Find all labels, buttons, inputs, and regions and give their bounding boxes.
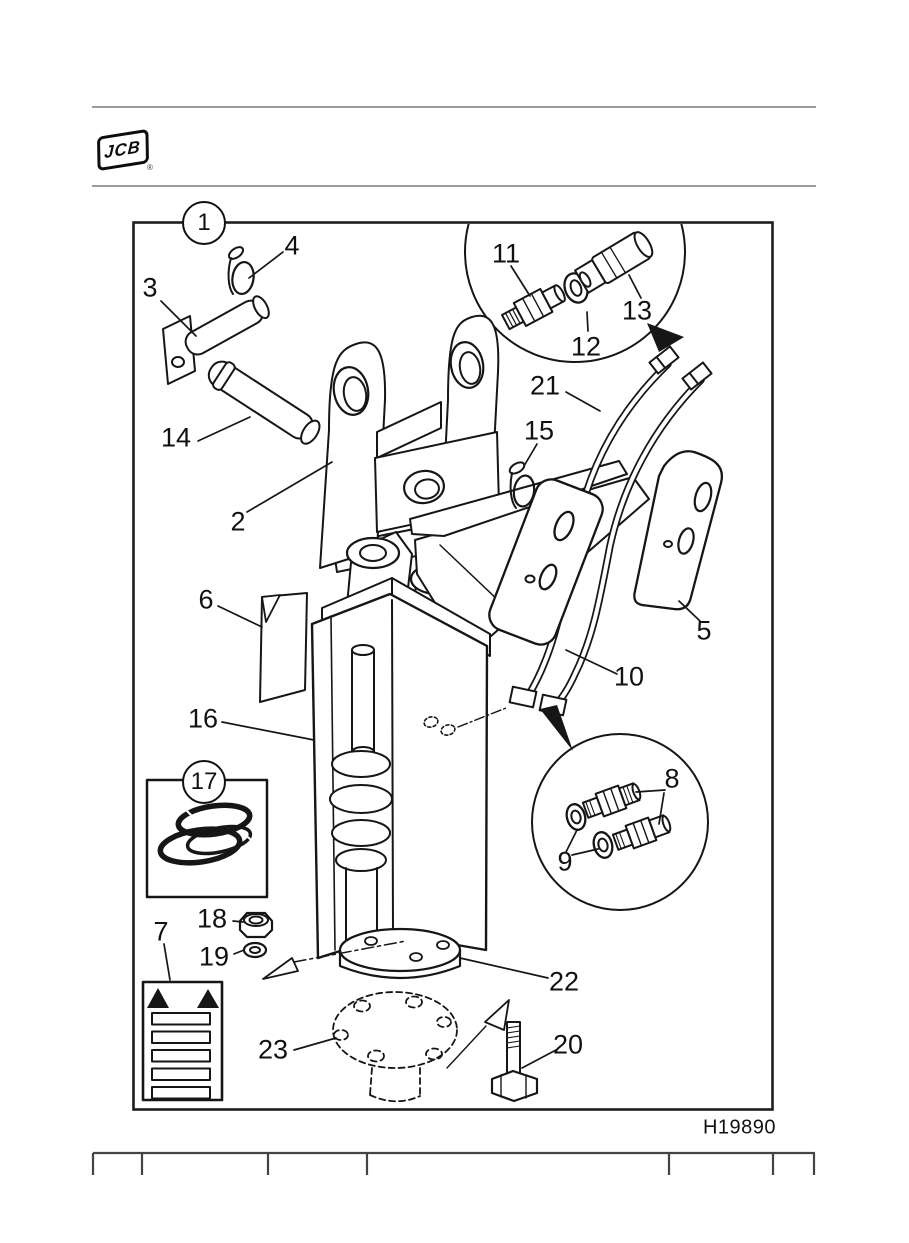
- part-callout-11: 11: [491, 238, 521, 269]
- header-bottom-rule: [92, 185, 816, 187]
- part-callout-13: 13: [621, 295, 653, 326]
- bolt-20: [490, 1021, 539, 1103]
- part-callout-7: 7: [153, 916, 169, 947]
- part-callout-16: 16: [187, 703, 219, 734]
- axis-arrowhead: [484, 999, 510, 1031]
- breaker-housing-16: [310, 577, 491, 960]
- decal-6: [259, 592, 308, 703]
- part-callout-22: 22: [548, 966, 580, 997]
- nut-18: [238, 911, 274, 939]
- nipple-fitting-8b: [611, 814, 672, 851]
- adapter-fitting-11: [500, 284, 566, 331]
- part-callout-23: 23: [257, 1034, 289, 1065]
- figure-code: H19890: [702, 1116, 776, 1139]
- port-marks: [423, 716, 456, 736]
- part-callout-9: 9: [557, 846, 573, 877]
- part-callout-12: 12: [570, 331, 602, 362]
- header-top-rule: [92, 106, 816, 108]
- part-callout-2: 2: [230, 506, 246, 537]
- middle-bracket-plate: [488, 478, 604, 646]
- bottom-ruler: [91, 1151, 816, 1175]
- registered-trademark-icon: ®: [147, 163, 153, 172]
- part-callout-5: 5: [696, 615, 712, 646]
- seal-washer-9a: [565, 803, 587, 831]
- part-callout-20: 20: [552, 1029, 584, 1060]
- hose-coupler-13: [574, 231, 654, 294]
- part-callout-8: 8: [664, 763, 680, 794]
- side-bracket-5: [633, 450, 724, 611]
- seal-washer-9b: [592, 831, 614, 859]
- detail-circle-bottom: [531, 733, 709, 911]
- hose-end-fitting: [681, 361, 713, 391]
- part-callout-17: 17: [182, 760, 226, 804]
- part-callout-21: 21: [529, 370, 561, 401]
- axis-arrowhead: [262, 957, 299, 980]
- carrier-flange-23: [332, 991, 458, 1103]
- warning-decal-7: [141, 980, 224, 1102]
- part-callout-14: 14: [160, 422, 192, 453]
- part-callout-3: 3: [142, 272, 158, 303]
- hose-elbow-fitting: [508, 685, 538, 709]
- detail-pointer-bottom: [540, 705, 573, 751]
- pivot-pin-14: [207, 360, 321, 445]
- part-callout-4: 4: [284, 230, 300, 261]
- hose-end-fitting: [648, 345, 680, 375]
- part-callout-6: 6: [198, 584, 214, 615]
- part-callout-10: 10: [613, 661, 645, 692]
- part-callout-18: 18: [196, 903, 228, 934]
- part-callout-15: 15: [523, 415, 555, 446]
- diagram-border: [132, 221, 774, 1111]
- detail-pointer-top: [647, 323, 684, 352]
- part-callout-19: 19: [198, 941, 230, 972]
- bottom-flange-22: [338, 927, 462, 980]
- lynch-pin-4: [227, 246, 255, 296]
- leader-lines: [160, 251, 701, 1069]
- lynch-pin-15: [508, 461, 536, 509]
- part-callout-1: 1: [182, 201, 226, 245]
- washer-19: [242, 941, 268, 959]
- clevis-pin-3: [184, 295, 270, 356]
